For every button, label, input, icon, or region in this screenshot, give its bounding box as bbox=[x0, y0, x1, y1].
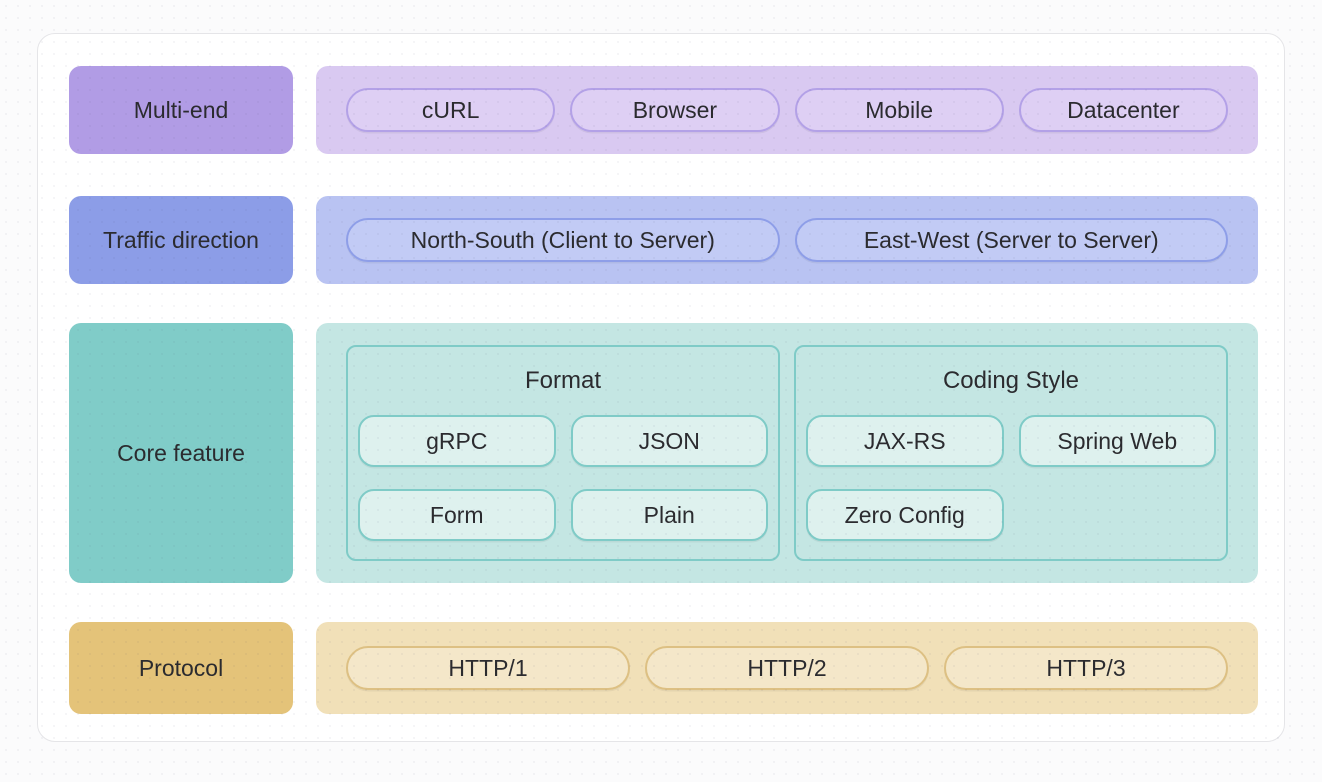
pill-http3: HTTP/3 bbox=[944, 646, 1228, 690]
pill-mobile-label: Mobile bbox=[865, 96, 933, 123]
coding-style-group-title: Coding Style bbox=[942, 367, 1080, 394]
row-traffic-direction: Traffic direction North-South (Client to… bbox=[69, 196, 1258, 284]
pill-north-south: North-South (Client to Server) bbox=[346, 218, 780, 262]
core-feature-label: Core feature bbox=[117, 439, 245, 466]
pill-json: JSON bbox=[570, 415, 768, 467]
pill-spring-web: Spring Web bbox=[1018, 415, 1216, 467]
pill-http1: HTTP/1 bbox=[346, 646, 630, 690]
core-feature-label-box: Core feature bbox=[69, 323, 293, 583]
feature-diagram-card: Multi-end cURL Browser Mobile Datacenter… bbox=[37, 33, 1285, 742]
traffic-direction-label: Traffic direction bbox=[103, 226, 259, 253]
pill-http3-label: HTTP/3 bbox=[1046, 654, 1126, 681]
pill-zero-config-label: Zero Config bbox=[844, 501, 965, 528]
pill-form-label: Form bbox=[429, 501, 484, 528]
pill-browser: Browser bbox=[570, 88, 780, 132]
row-protocol: Protocol HTTP/1 HTTP/2 HTTP/3 bbox=[69, 622, 1258, 714]
pill-http2-label: HTTP/2 bbox=[747, 654, 827, 681]
pill-plain-label: Plain bbox=[643, 501, 695, 528]
pill-curl-label: cURL bbox=[421, 96, 480, 123]
multi-end-label-box: Multi-end bbox=[69, 66, 293, 154]
pill-zero-config: Zero Config bbox=[806, 489, 1004, 541]
format-group-title: Format bbox=[524, 367, 601, 394]
protocol-label-box: Protocol bbox=[69, 622, 293, 714]
core-feature-container: Format gRPC JSON Form Plain bbox=[316, 323, 1258, 583]
pill-http2: HTTP/2 bbox=[645, 646, 929, 690]
pill-form: Form bbox=[358, 489, 556, 541]
pill-http1-label: HTTP/1 bbox=[448, 654, 528, 681]
pill-plain: Plain bbox=[570, 489, 768, 541]
pill-datacenter-label: Datacenter bbox=[1067, 96, 1180, 123]
traffic-direction-label-box: Traffic direction bbox=[69, 196, 293, 284]
protocol-label: Protocol bbox=[138, 654, 224, 681]
pill-grpc: gRPC bbox=[358, 415, 556, 467]
format-group: Format gRPC JSON Form Plain bbox=[346, 345, 780, 561]
pill-jax-rs: JAX-RS bbox=[806, 415, 1004, 467]
pill-jax-rs-label: JAX-RS bbox=[863, 427, 946, 454]
pill-datacenter: Datacenter bbox=[1018, 88, 1228, 132]
pill-json-label: JSON bbox=[638, 427, 700, 454]
pill-browser-label: Browser bbox=[632, 96, 718, 123]
row-multi-end: Multi-end cURL Browser Mobile Datacenter bbox=[69, 66, 1258, 154]
pill-north-south-label: North-South (Client to Server) bbox=[410, 226, 715, 253]
multi-end-container: cURL Browser Mobile Datacenter bbox=[316, 66, 1258, 154]
pill-east-west-label: East-West (Server to Server) bbox=[863, 226, 1159, 253]
row-core-feature: Core feature Format gRPC JSON Form Plain bbox=[69, 323, 1258, 583]
format-group-grid: gRPC JSON Form Plain bbox=[356, 415, 770, 541]
pill-spring-web-label: Spring Web bbox=[1057, 427, 1178, 454]
pill-mobile: Mobile bbox=[794, 88, 1004, 132]
protocol-container: HTTP/1 HTTP/2 HTTP/3 bbox=[316, 622, 1258, 714]
coding-style-group: Coding Style JAX-RS Spring Web Zero Conf… bbox=[794, 345, 1228, 561]
multi-end-label: Multi-end bbox=[133, 96, 229, 123]
coding-style-group-grid: JAX-RS Spring Web Zero Config bbox=[804, 415, 1218, 541]
traffic-direction-container: North-South (Client to Server) East-West… bbox=[316, 196, 1258, 284]
pill-east-west: East-West (Server to Server) bbox=[794, 218, 1228, 262]
pill-curl: cURL bbox=[346, 88, 556, 132]
pill-grpc-label: gRPC bbox=[426, 427, 488, 454]
